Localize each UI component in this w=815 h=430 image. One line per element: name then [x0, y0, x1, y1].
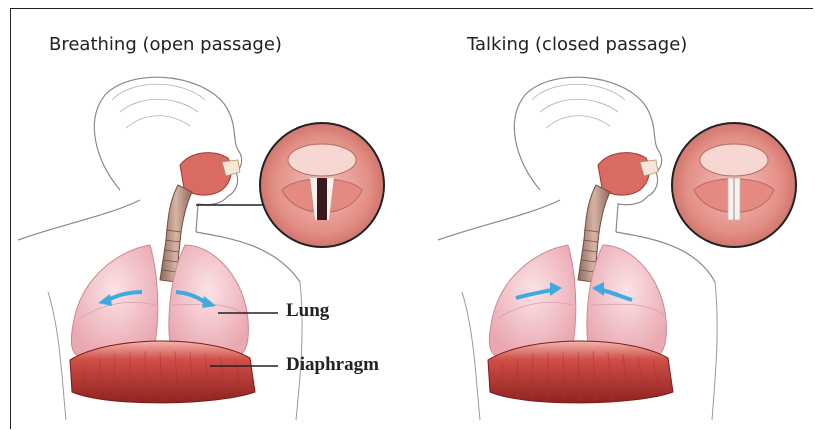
diaphragm	[70, 341, 255, 403]
shoulder-outline	[438, 200, 715, 282]
larynx-inset-closed	[672, 123, 796, 247]
hair-line	[532, 84, 625, 128]
lung-label: Lung	[286, 300, 329, 322]
talking-figure	[438, 77, 796, 420]
mouth-cavity	[180, 153, 231, 195]
hair-line	[112, 84, 205, 128]
diaphragm-label: Diaphragm	[286, 354, 379, 376]
shoulder-outline	[18, 200, 300, 282]
mouth-cavity	[598, 153, 649, 195]
diaphragm	[488, 341, 673, 403]
